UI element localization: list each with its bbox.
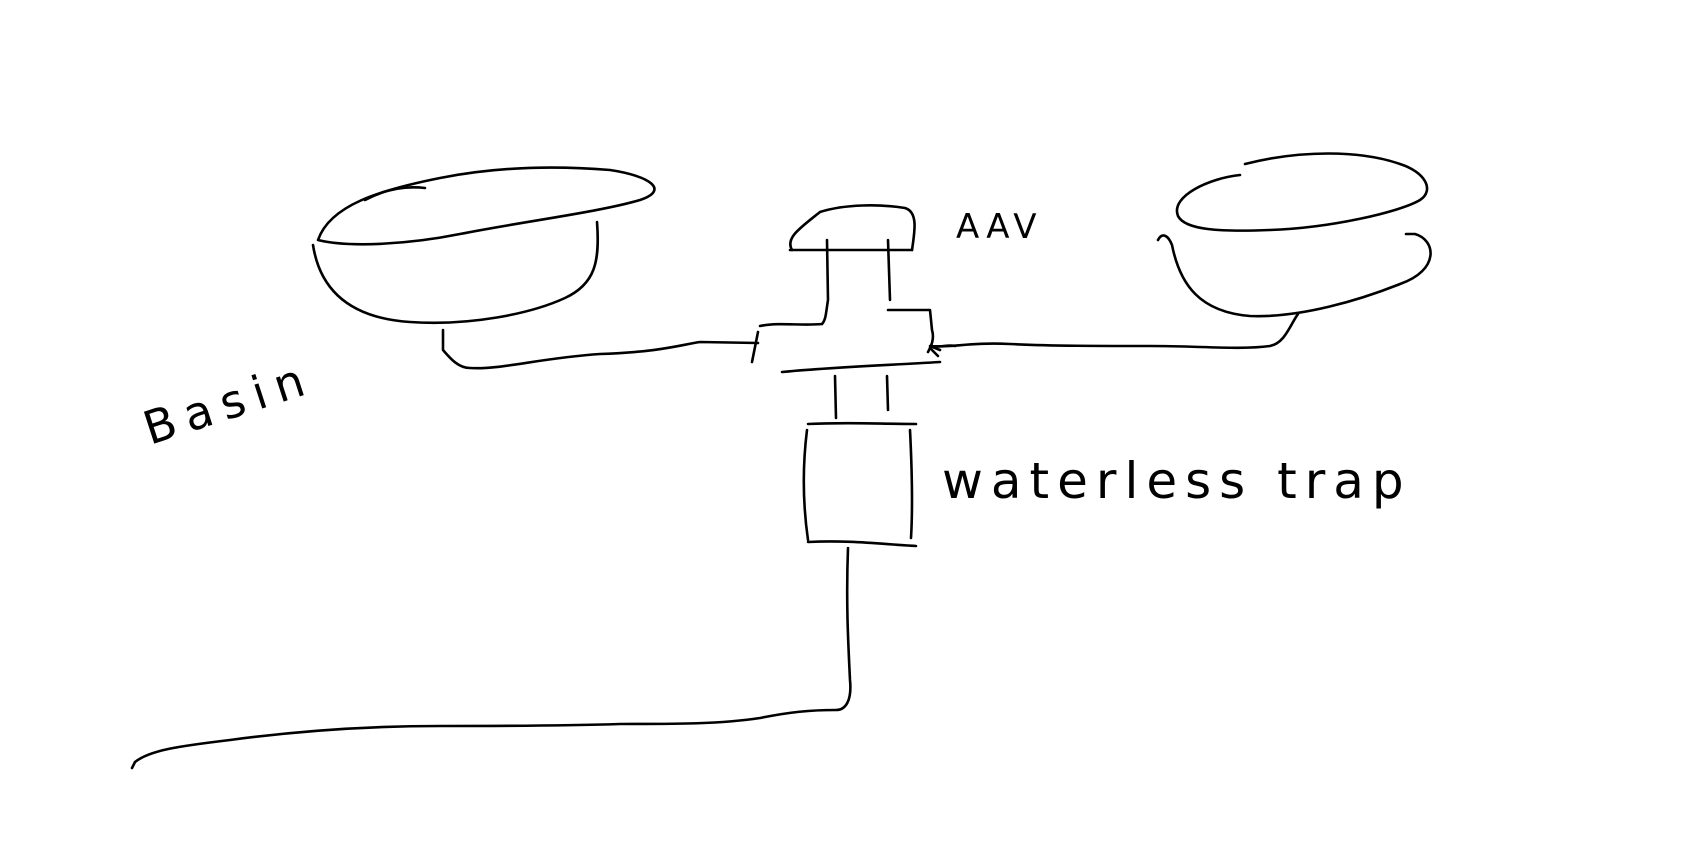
- waterless-trap-box: [802, 421, 918, 548]
- waterless-trap-label: waterless trap: [942, 452, 1412, 510]
- right-drain-pipe: [928, 312, 1300, 352]
- left-basin: [311, 166, 656, 325]
- outlet-pipe: [130, 546, 852, 770]
- tee-fitting: [758, 308, 942, 420]
- basin-label: Basin: [137, 350, 321, 456]
- aav-label: AAV: [956, 207, 1043, 247]
- aav-valve: [788, 204, 916, 326]
- left-drain-pipe: [441, 328, 760, 370]
- right-basin: [1156, 152, 1432, 318]
